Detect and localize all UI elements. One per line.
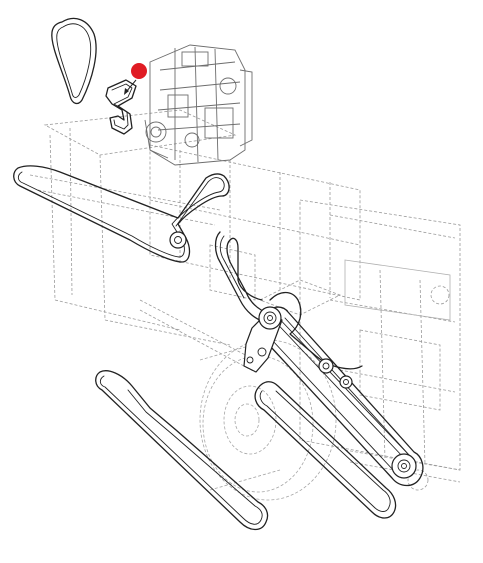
- callout-dot-icon[interactable]: [131, 63, 147, 79]
- callout-marker[interactable]: [124, 63, 147, 95]
- callout-arrow-icon: [124, 88, 129, 95]
- belt-small-loop: [51, 17, 97, 105]
- pulley-drive-main: [258, 306, 282, 330]
- belt-upper-long: [13, 165, 230, 263]
- belt-lower-long: [95, 370, 269, 531]
- engine-block: [144, 44, 253, 166]
- belt-lower-right-loop: [254, 381, 397, 519]
- pulley-lower-right: [391, 453, 417, 479]
- pulley-idler-2: [339, 375, 353, 389]
- belt-s-shaped: [105, 79, 137, 135]
- machine-frame: [29, 109, 461, 491]
- pulley-upper-center: [169, 231, 187, 249]
- pulley-idler-1: [318, 358, 334, 374]
- belt-middle-serpentine: [214, 231, 363, 370]
